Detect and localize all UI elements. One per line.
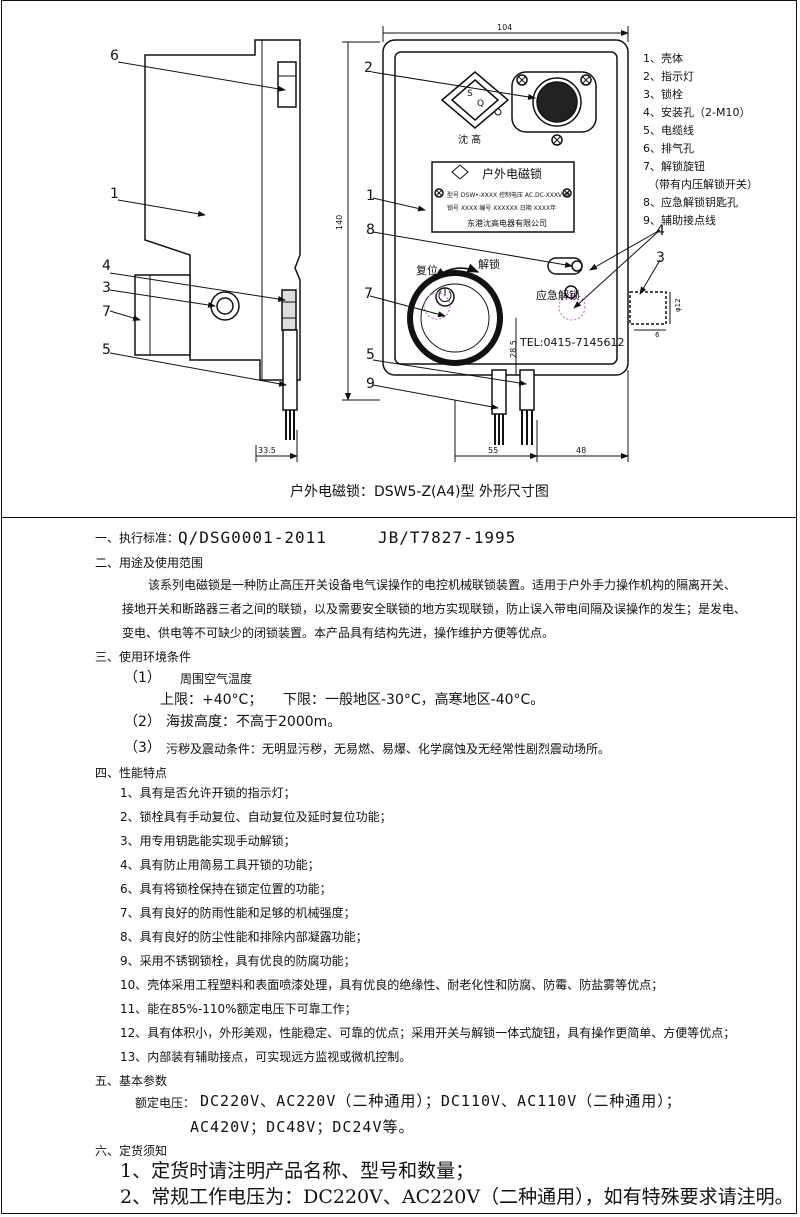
callout-1-side: 1	[110, 186, 119, 202]
s6-label: 六、定货须知	[95, 1144, 168, 1158]
s2-p2: 接地开关和断路器三者之间的联锁，以及需要安全联锁的地方实现联锁，防止误入带电间隔…	[122, 602, 747, 616]
nameplate-row2: 锁号 XXXX 编号 XXXXXX 日期 XXXX年	[447, 204, 556, 212]
dim-bottom-right: 48	[576, 446, 586, 455]
feature-10: 10、壳体采用工程塑料和表面喷漆处理，具有优良的绝缘性、耐老化性和防腐、防霉、防…	[120, 978, 664, 992]
s1-std1: Q/DSG0001-2011	[178, 528, 327, 547]
nameplate-maker: 东港沈高电器有限公司	[467, 218, 547, 228]
tel-text: TEL:0415-7145612	[519, 336, 624, 349]
feature-12: 12、具有体积小，外形美观，性能稳定、可靠的优点；采用开关与解锁一体式旋钮，具有…	[120, 1026, 736, 1040]
s3-i3-num: （3）	[124, 740, 161, 756]
part-6: 6、排气孔	[643, 141, 694, 155]
s5-volt-line2: AC420V；DC48V；DC24V等。	[190, 1118, 415, 1136]
callout-4-front: 4	[656, 223, 665, 239]
dim-side-dia: φ12	[674, 298, 682, 312]
part-9: 9、辅助接点线	[643, 213, 716, 227]
dim-inner-height: 28.5	[509, 340, 518, 358]
part-7: 7、解锁旋钮	[643, 159, 705, 173]
callout-7-side: 7	[102, 304, 111, 320]
part-2: 2、指示灯	[643, 69, 694, 83]
part-3: 3、锁栓	[643, 87, 683, 101]
feature-11: 11、能在85%-110%额定电压下可靠工作；	[120, 1002, 357, 1016]
s3-i1-upper: 上限：+40°C；	[160, 692, 263, 708]
s3-i3-text: 污秽及震动条件：无明显污秽，无易燃、易爆、化学腐蚀及无经常性剧烈震动场所。	[166, 742, 611, 756]
s1-label: 一、执行标准：	[95, 531, 180, 545]
s3-i2-text: 海拔高度：不高于2000m。	[166, 714, 342, 730]
parts-legend: 1、壳体 2、指示灯 3、锁栓 4、安装孔（2-M10） 5、电缆线 6、排气孔…	[643, 51, 758, 227]
s3-label: 三、使用环境条件	[95, 650, 192, 664]
feature-3: 3、用专用钥匙能实现手动解锁；	[120, 834, 296, 848]
dim-width-top: 104	[497, 23, 512, 32]
callout-3-side: 3	[102, 280, 111, 296]
dim-bottom-mid: 55	[488, 446, 498, 455]
logo-letter-s: S	[467, 89, 473, 99]
feature-13: 13、内部装有辅助接点，可实现远方监视或微机控制。	[120, 1050, 412, 1064]
part-8: 8、应急解锁钥匙孔	[643, 195, 738, 209]
drawing-caption: 户外电磁锁：DSW5-Z(A4)型 外形尺寸图	[290, 483, 549, 500]
callout-9-front: 9	[366, 376, 375, 392]
logo-text: 沈 髙	[458, 133, 481, 146]
s3-i1-lower: 下限：一般地区-30°C，高寒地区-40°C。	[283, 692, 545, 708]
label-unlock: 解锁	[478, 257, 500, 271]
feature-6: 6、具有将锁栓保持在锁定位置的功能；	[120, 882, 332, 896]
side-view	[134, 39, 301, 462]
callout-3-front: 3	[656, 250, 665, 266]
s3-i1-text: 周围空气温度	[180, 672, 253, 686]
callout-5-front: 5	[366, 347, 375, 363]
nameplate-title: 户外电磁锁	[482, 166, 542, 181]
callout-7-front: 7	[364, 286, 373, 302]
s6-note-2: 2、常规工作电压为：DC220V、AC220V（二种通用），如有特殊要求请注明。	[120, 1186, 794, 1208]
s5-volt-label: 额定电压：	[135, 1096, 196, 1110]
feature-9: 9、采用不锈钢锁栓，具有优良的防腐功能；	[120, 954, 356, 968]
technical-drawing: 33.5 6 1 4 3 7 5	[102, 23, 758, 500]
label-reset: 复位	[416, 263, 438, 277]
part-5: 5、电缆线	[643, 123, 694, 137]
callout-8-front: 8	[366, 222, 375, 238]
dim-bottom-left: 33.5	[258, 446, 276, 455]
feature-4: 4、具有防止用简易工具开锁的功能；	[120, 858, 320, 872]
s1-std2: JB/T7827-1995	[378, 528, 517, 547]
s2-p1: 该系列电磁锁是一种防止高压开关设备电气误操作的电控机械联锁装置。适用于户外手力操…	[148, 578, 737, 592]
dim-side-len: 6	[655, 331, 660, 339]
label-emergency: 应急解锁	[536, 288, 580, 302]
s3-i1-num: （1）	[124, 670, 161, 686]
callout-6-side: 6	[110, 48, 119, 64]
section-divider	[1, 517, 797, 518]
s4-label: 四、性能特点	[95, 766, 168, 780]
s2-p3: 变电、供电等不可缺少的闭锁装置。本产品具有结构先进，操作维护方便等优点。	[122, 626, 555, 640]
feature-8: 8、具有良好的防尘性能和排除内部凝露功能；	[120, 930, 368, 944]
nameplate-row1: 型号 DSW•-XXXX 控制电压 AC.DC-XXXV 供	[447, 191, 570, 199]
front-view	[342, 26, 671, 462]
s2-label: 二、用途及使用范围	[95, 556, 204, 570]
logo-letter-q: Q	[477, 99, 484, 109]
specification-section: 一、执行标准： Q/DSG0001-2011 JB/T7827-1995 二、用…	[0, 518, 800, 1214]
part-4: 4、安装孔（2-M10）	[643, 105, 750, 119]
s6-note-1: 1、定货时请注明产品名称、型号和数量；	[120, 1160, 475, 1182]
callout-2-front: 2	[364, 60, 373, 76]
callout-4-side: 4	[102, 258, 111, 274]
feature-2: 2、锁栓具有手动复位、自动复位及延时复位功能；	[120, 810, 392, 824]
part-1: 1、壳体	[643, 51, 683, 65]
part-7-note: （带有内压解锁开关）	[648, 177, 758, 191]
callout-1-front: 1	[366, 188, 375, 204]
s5-volt-line1: DC220V、AC220V（二种通用）；DC110V、AC110V（二种通用）；	[200, 1092, 682, 1110]
feature-7: 7、具有良好的防雨性能和足够的机械强度；	[120, 906, 356, 920]
feature-1: 1、具有是否允许开锁的指示灯；	[120, 786, 296, 800]
callout-5-side: 5	[102, 342, 111, 358]
s3-i2-num: （2）	[124, 714, 161, 730]
dim-height-left: 140	[335, 215, 344, 230]
s5-label: 五、基本参数	[95, 1074, 168, 1088]
